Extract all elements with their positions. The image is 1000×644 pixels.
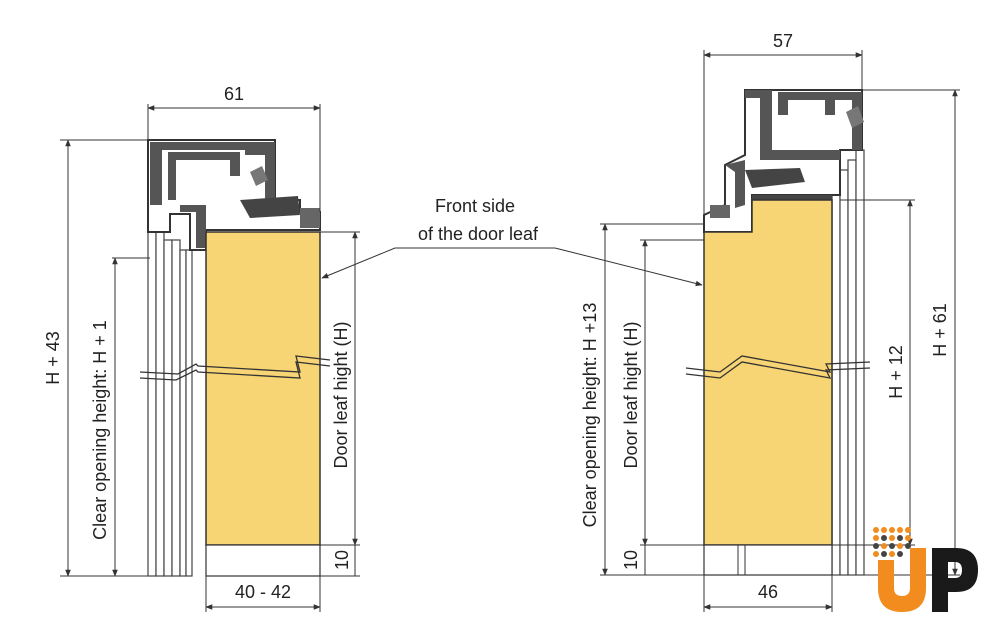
right-leaf-height-label: Door leaf hight (H) (621, 321, 641, 468)
left-frame-strips (147, 229, 193, 577)
right-height-total-label: H + 61 (930, 303, 950, 357)
front-side-annotation: Front side of the door leaf (321, 196, 703, 287)
left-leaf-thickness-label: 40 - 42 (235, 582, 291, 602)
left-bottom-gap-label: 10 (332, 550, 352, 570)
right-bottom-gap (703, 544, 833, 576)
left-width-top-label: 61 (224, 84, 244, 104)
annotation-line2: of the door leaf (418, 224, 539, 244)
left-break-line (139, 355, 331, 375)
right-clear-opening-label: Clear opening height: H +13 (580, 303, 600, 528)
right-height-inner-label: H + 12 (886, 345, 906, 399)
left-leaf-height-label: Door leaf hight (H) (331, 321, 351, 468)
left-dimensions (60, 104, 360, 612)
left-door-leaf (205, 231, 321, 546)
right-door-leaf (703, 199, 833, 546)
right-section (685, 89, 871, 576)
right-width-top-label: 57 (773, 31, 793, 51)
right-break-line (685, 355, 871, 373)
logo-dot-grid (873, 527, 911, 557)
logo-letter-u (878, 548, 926, 612)
left-clear-opening-label: Clear opening height: H + 1 (90, 320, 110, 540)
left-height-total-label: H + 43 (43, 331, 63, 385)
annotation-line1: Front side (435, 196, 515, 216)
right-leaf-thickness-label: 46 (758, 582, 778, 602)
left-bottom-gap (205, 544, 321, 577)
left-section (139, 139, 331, 577)
logo-letter-p (932, 548, 978, 612)
right-bottom-gap-label: 10 (621, 550, 641, 570)
up-logo (873, 527, 978, 612)
left-top-profile (147, 139, 321, 251)
